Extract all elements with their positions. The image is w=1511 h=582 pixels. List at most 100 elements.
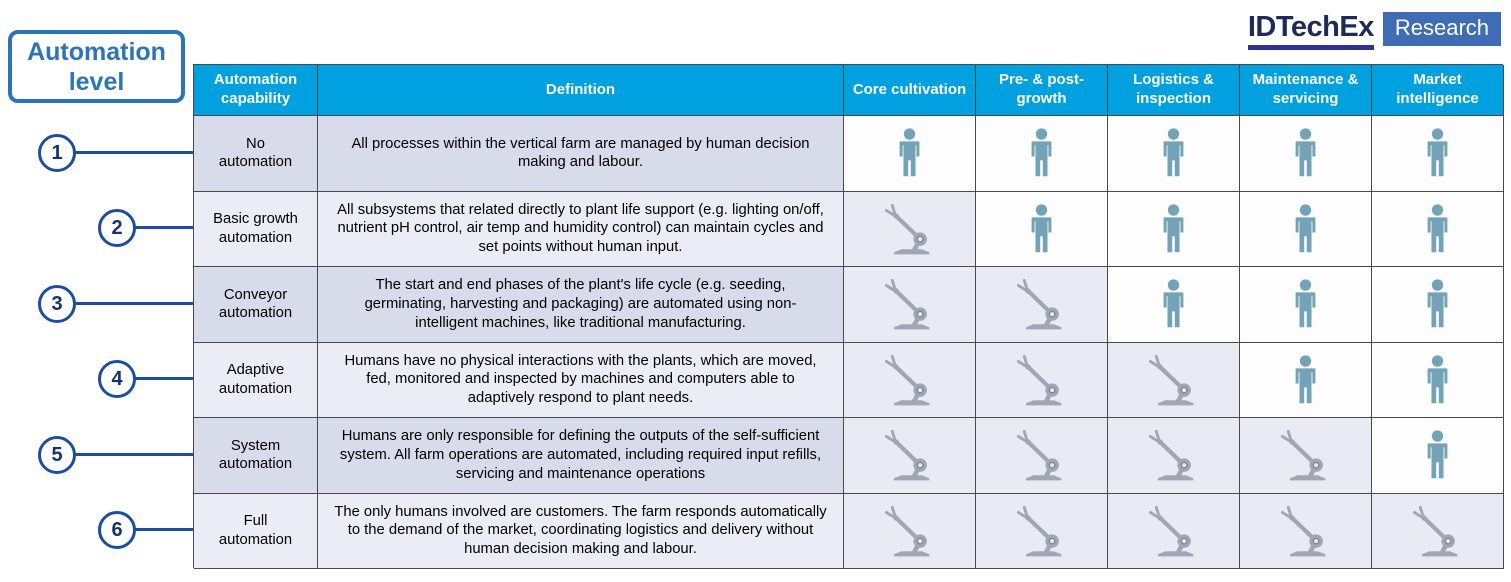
definition-cell: Humans are only responsible for defining… [318,418,844,494]
robot-arm-icon [1280,430,1325,481]
human-icon [1295,355,1316,403]
level-marker-6: 6 [98,511,193,549]
idtechex-logo: IDTechEx Research [1247,11,1501,50]
icon-cell [1240,342,1372,418]
level-number-badge: 6 [98,511,136,549]
capability-cell: Adaptive automation [194,342,318,418]
level-connector-line [117,226,193,229]
capability-cell: No automation [194,116,318,192]
human-icon [899,128,920,177]
icon-cell [1372,418,1504,494]
logo-brand-underline: IDTechEx [1247,11,1375,50]
icon-cell [976,342,1108,418]
robot-arm-icon [1016,279,1061,330]
human-icon [1427,128,1448,177]
robot-arm-icon [884,505,929,557]
human-icon [1427,430,1448,479]
icon-cell [844,493,976,569]
human-icon [1163,279,1184,328]
col-header-logistics-inspection: Logistics & inspection [1108,65,1240,116]
icon-cell [1372,116,1504,192]
robot-arm-icon [1016,505,1061,557]
icon-cell [1108,418,1240,494]
robot-arm-icon [1412,505,1457,557]
level-number: 2 [111,216,123,239]
level-marker-5: 5 [38,436,193,474]
definition-cell: All subsystems that related directly to … [318,191,844,267]
robot-arm-icon [884,430,929,481]
robot-arm-icon [1016,354,1061,406]
icon-cell [1240,418,1372,494]
col-header-automation-capability: Automation capability [194,65,318,116]
definition-cell: The only humans involved are customers. … [318,493,844,569]
level-connector-line [57,151,193,154]
col-header-maintenance-servicing: Maintenance & servicing [1240,65,1372,116]
level-number: 1 [51,141,63,164]
icon-cell [1108,267,1240,343]
icon-cell [1240,191,1372,267]
robot-arm-icon [1280,505,1325,557]
icon-cell [1108,342,1240,418]
robot-arm-icon [1148,430,1193,481]
robot-arm-icon [884,279,929,330]
level-number-badge: 3 [38,285,76,323]
level-number-badge: 1 [38,134,76,172]
capability-cell: Basic growth automation [194,191,318,267]
level-connector-line [57,302,193,305]
level-marker-3: 3 [38,285,193,323]
icon-cell [844,342,976,418]
automation-level-box: Automation level [8,30,185,103]
icon-cell [1240,267,1372,343]
col-header-core-cultivation: Core cultivation [844,65,976,116]
icon-cell [1240,493,1372,569]
icon-cell [1372,342,1504,418]
icon-cell [844,191,976,267]
icon-cell [1372,493,1504,569]
definition-cell: All processes within the vertical farm a… [318,116,844,192]
level-connector-line [57,453,193,456]
icon-cell [1108,493,1240,569]
icon-cell [1108,191,1240,267]
human-icon [1427,355,1448,403]
robot-arm-icon [1016,430,1061,481]
level-number: 4 [111,367,123,390]
level-marker-4: 4 [98,360,193,398]
icon-cell [976,116,1108,192]
icon-cell [1108,116,1240,192]
icon-cell [1372,267,1504,343]
col-header-definition: Definition [318,65,844,116]
robot-arm-icon [884,203,929,255]
definition-cell: Humans have no physical interactions wit… [318,342,844,418]
icon-cell [844,267,976,343]
level-number: 3 [51,292,63,315]
capability-cell: System automation [194,418,318,494]
logo-brand-text: IDTechEx [1247,11,1375,43]
human-icon [1031,128,1052,177]
robot-arm-icon [884,354,929,406]
human-icon [1427,204,1448,252]
icon-cell [976,267,1108,343]
capability-cell: Conveyor automation [194,267,318,343]
human-icon [1163,204,1184,252]
icon-cell [1372,191,1504,267]
logo-research-badge: Research [1382,12,1501,47]
robot-arm-icon [1148,505,1193,557]
automation-level-label: Automation level [27,37,166,96]
robot-arm-icon [1148,354,1193,406]
human-icon [1031,204,1052,252]
icon-cell [844,418,976,494]
human-icon [1295,204,1316,252]
capability-cell: Full automation [194,493,318,569]
human-icon [1427,279,1448,328]
icon-cell [976,493,1108,569]
level-connector-line [117,377,193,380]
icon-cell [1240,116,1372,192]
level-connector-line [117,528,193,531]
icon-cell [976,191,1108,267]
level-number: 6 [111,518,123,541]
level-number-badge: 2 [98,209,136,247]
human-icon [1295,279,1316,328]
definition-cell: The start and end phases of the plant's … [318,267,844,343]
level-number: 5 [51,443,63,466]
